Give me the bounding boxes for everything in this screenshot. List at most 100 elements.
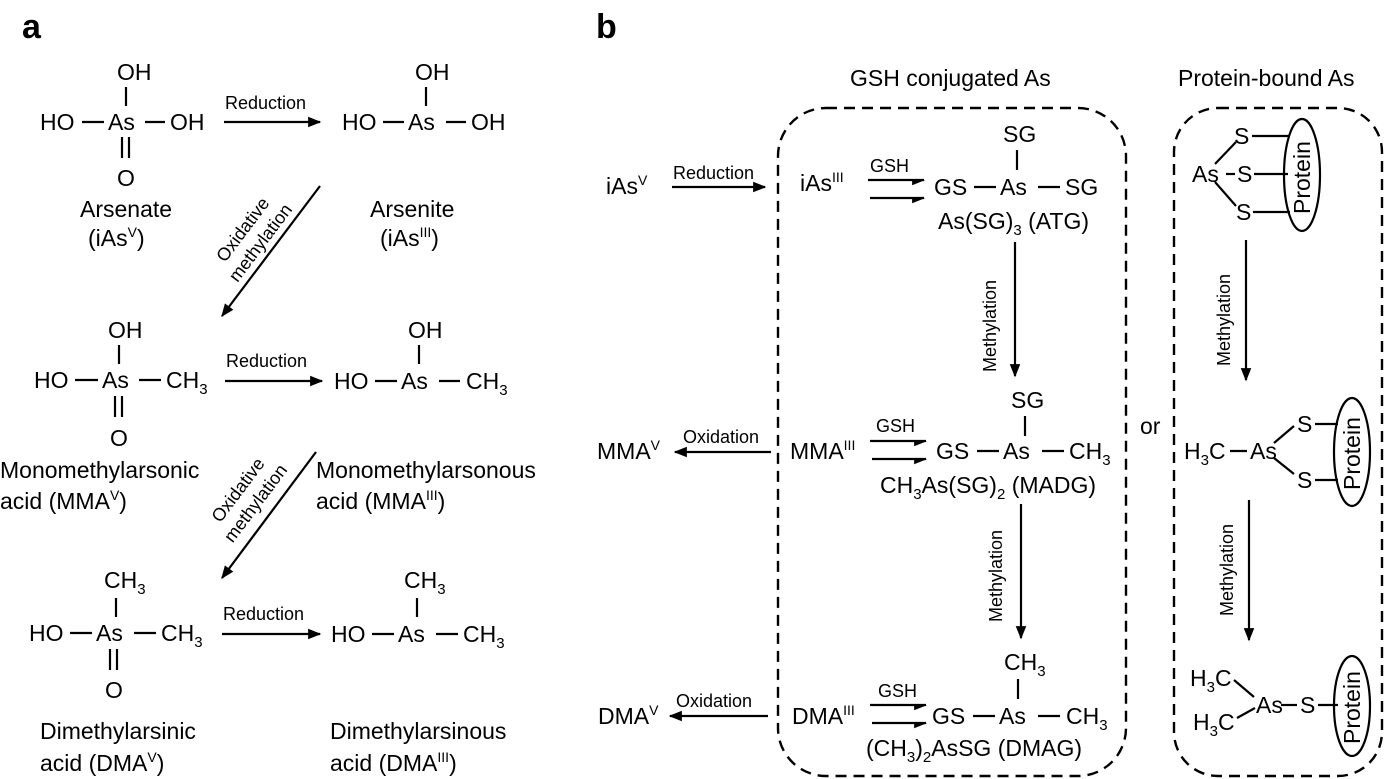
arsenate-as: As — [108, 109, 135, 135]
arsenite-oh-top: OH — [415, 59, 450, 85]
methylation-label-gsh-2: Methylation — [986, 530, 1006, 622]
methylation-label-protein-2: Methylation — [1217, 524, 1237, 616]
pb1-s-top: S — [1234, 123, 1249, 149]
dmaiii-as: As — [398, 621, 425, 647]
mmaiii-ho: HO — [334, 368, 369, 394]
ias-iii-label: iAsIII — [800, 169, 844, 196]
arsenate-name: Arsenate — [80, 196, 172, 222]
pb3-bond-ch3-top — [1233, 679, 1255, 698]
mmav-name-1: Monomethylarsonic — [0, 457, 199, 483]
or-label: or — [1140, 413, 1161, 439]
protein-monothiol-structure: H3C H3C As S Protein — [1190, 654, 1372, 758]
mmav-oh-top: OH — [108, 317, 143, 343]
atg-sg-right: SG — [1065, 174, 1098, 200]
oxidative-methylation-arrow-1 — [221, 185, 321, 318]
dmav-name-1: Dimethylarsinic — [40, 718, 196, 744]
mmaiii-name-2: acid (MMAIII) — [316, 487, 445, 514]
dmag-ch3-right: CH3 — [1066, 703, 1108, 734]
mmav-ch3: CH3 — [166, 367, 208, 398]
panel-b: b GSH conjugated As Protein-bound As iAs… — [596, 8, 1384, 778]
mmaiii-as: As — [401, 368, 428, 394]
arsenite-name: Arsenite — [370, 196, 454, 222]
madg-structure: SG GS As CH3 CH3As(SG)2 (MADG) — [880, 387, 1111, 503]
dmaiii-name-1: Dimethylarsinous — [330, 718, 506, 744]
dmaiii-structure: CH3 HO As CH3 — [331, 567, 505, 652]
dmav-ch3-right: CH3 — [161, 620, 203, 651]
mmaiii-ch3: CH3 — [466, 368, 508, 399]
arsenite-ho: HO — [342, 109, 377, 135]
oxidative-methylation-arrow-2 — [221, 451, 317, 580]
dma-v-label: DMAV — [598, 702, 659, 729]
pb1-bond-upper — [1214, 141, 1237, 165]
arsenate-o: O — [117, 165, 135, 191]
dmag-as: As — [999, 703, 1026, 729]
gsh-label-2: GSH — [876, 416, 915, 436]
oxidation-label-2: Oxidation — [676, 691, 752, 711]
mma-iii-label: MMAIII — [790, 437, 855, 464]
mmav-as: As — [102, 367, 129, 393]
oxidation-label-1: Oxidation — [683, 427, 759, 447]
dmav-name-2: acid (DMAV) — [40, 749, 164, 776]
arsenate-abbr: (iAsV) — [88, 224, 145, 251]
arsenite-oh-right: OH — [471, 109, 506, 135]
dmag-formula: (CH3)2AsSG (DMAG) — [866, 735, 1082, 766]
heading-gsh-conjugated: GSH conjugated As — [850, 65, 1051, 91]
arsenate-oh-top: OH — [117, 59, 152, 85]
panel-a: a OH HO As OH O Arsenate (iAsV) Reductio… — [0, 8, 536, 776]
pb1-s-bot: S — [1236, 199, 1251, 225]
atg-gs: GS — [934, 174, 967, 200]
pb2-protein-label: Protein — [1339, 417, 1365, 490]
atg-structure: SG GS As SG As(SG)3 (ATG) — [934, 121, 1098, 239]
atg-sg-top: SG — [1003, 121, 1036, 147]
dmav-structure: CH3 HO As CH3 O — [29, 567, 203, 703]
oxidative-methylation-label-2: Oxidative methylation — [207, 454, 291, 546]
mmaiii-oh-top: OH — [408, 317, 443, 343]
atg-as: As — [1000, 174, 1027, 200]
pb1-protein-ellipse — [1282, 117, 1322, 233]
atg-formula: As(SG)3 (ATG) — [938, 208, 1089, 239]
pb3-h3c-bot: H3C — [1193, 709, 1235, 740]
pb2-h3c: H3C — [1184, 438, 1226, 469]
dma-iii-label: DMAIII — [792, 702, 855, 729]
protein-trithiol-structure: As S S S Protein — [1192, 117, 1322, 233]
pb3-as: As — [1256, 692, 1283, 718]
pb3-protein-ellipse — [1332, 654, 1372, 758]
pb2-s-top: S — [1297, 411, 1312, 437]
gsh-label-1: GSH — [870, 156, 909, 176]
pb1-protein-label: Protein — [1289, 141, 1315, 214]
pb3-h3c-top: H3C — [1190, 665, 1232, 696]
dmaiii-name-2: acid (DMAIII) — [330, 749, 457, 776]
reduction-label-1: Reduction — [225, 93, 306, 113]
arsenite-abbr: (iAsIII) — [380, 224, 439, 251]
dmaiii-ho: HO — [331, 621, 366, 647]
panel-b-label: b — [596, 8, 617, 46]
madg-formula: CH3As(SG)2 (MADG) — [880, 472, 1096, 503]
pb3-bond-ch3-bot — [1236, 707, 1256, 719]
dmav-ho: HO — [29, 620, 64, 646]
mmaiii-structure: OH HO As CH3 — [334, 317, 508, 399]
dmav-as: As — [96, 620, 123, 646]
reduction-label-2: Reduction — [226, 351, 307, 371]
pb3-s: S — [1300, 692, 1315, 718]
protein-dithiol-structure: H3C As S S Protein — [1184, 396, 1372, 508]
mma-v-label: MMAV — [597, 437, 661, 464]
dmav-o: O — [105, 677, 123, 703]
mmaiii-name-1: Monomethylarsonous — [316, 457, 536, 483]
protein-bound-box — [1172, 106, 1384, 778]
mmav-structure: OH HO As CH3 O — [34, 317, 208, 451]
pb2-protein-ellipse — [1332, 396, 1372, 508]
dmag-structure: CH3 GS As CH3 (CH3)2AsSG (DMAG) — [866, 649, 1108, 766]
dmav-ch3-top: CH3 — [104, 567, 146, 598]
madg-as: As — [1003, 438, 1030, 464]
gsh-label-3: GSH — [878, 681, 917, 701]
pb2-bond-upper — [1273, 425, 1295, 444]
pb2-as: As — [1250, 438, 1277, 464]
methylation-label-gsh-1: Methylation — [980, 280, 1000, 372]
arsenite-as: As — [408, 109, 435, 135]
ias-v-label: iAsV — [606, 172, 648, 199]
madg-sg-top: SG — [1011, 387, 1044, 413]
arsenate-oh-right: OH — [170, 109, 205, 135]
madg-ch3: CH3 — [1069, 438, 1111, 469]
arsenite-structure: OH HO As OH — [342, 59, 506, 135]
